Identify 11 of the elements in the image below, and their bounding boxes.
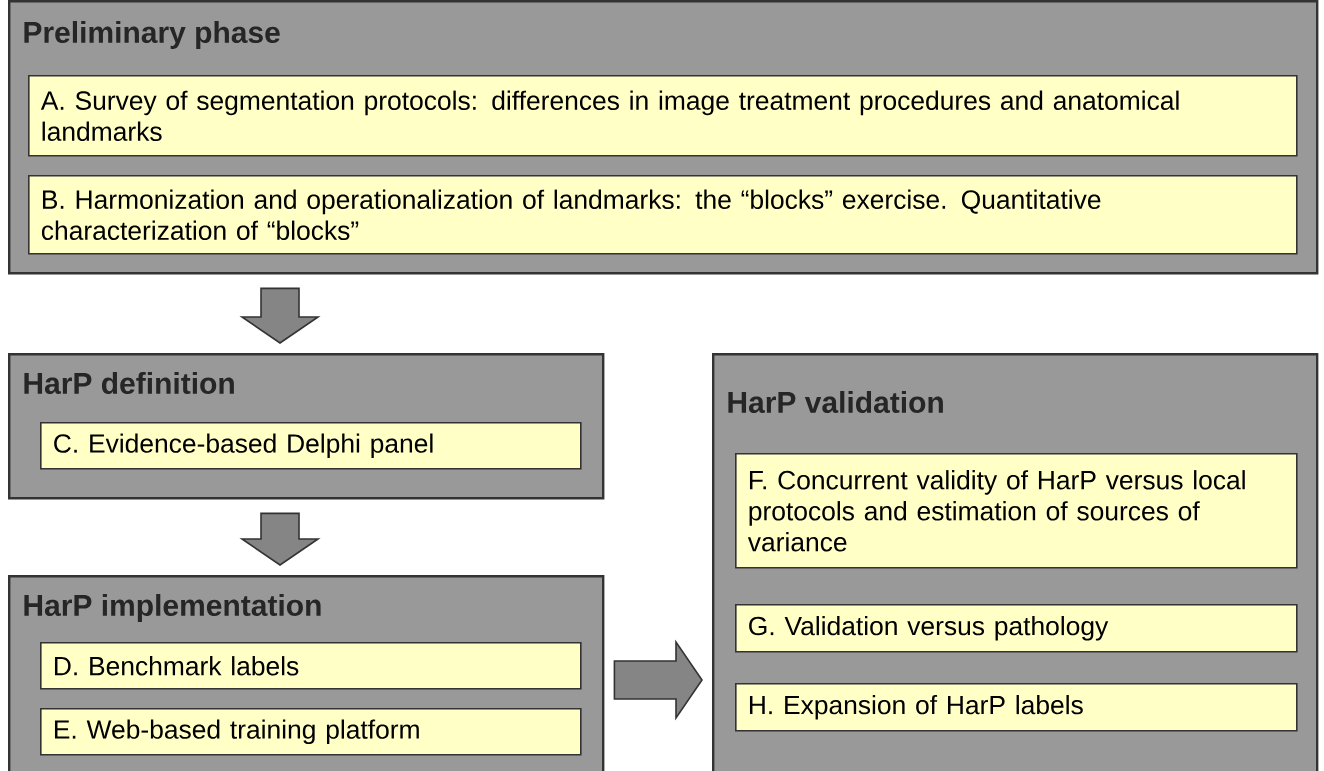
step-box: D. Benchmark labels bbox=[40, 642, 582, 690]
step-box: H. Expansion of HarP labels bbox=[735, 683, 1298, 732]
block-arrow bbox=[613, 639, 703, 721]
step-box: G. Validation versus pathology bbox=[735, 604, 1298, 653]
step-box: F. Concurrent validity of HarP versus local protocols and estimation of sources of variance bbox=[735, 453, 1298, 569]
step-box: A. Survey of segmentation protocols: differences in image treatment procedures and anatomical landmarks bbox=[28, 75, 1298, 157]
step-box: C. Evidence-based Delphi panel bbox=[40, 422, 582, 470]
step-box: B. Harmonization and operationalization of landmarks: the “blocks” exercise. Quantitative characterization of “blocks” bbox=[28, 175, 1298, 255]
step-box: E. Web-based training platform bbox=[40, 708, 582, 756]
block-arrow bbox=[239, 287, 321, 344]
block-arrow bbox=[239, 512, 321, 566]
